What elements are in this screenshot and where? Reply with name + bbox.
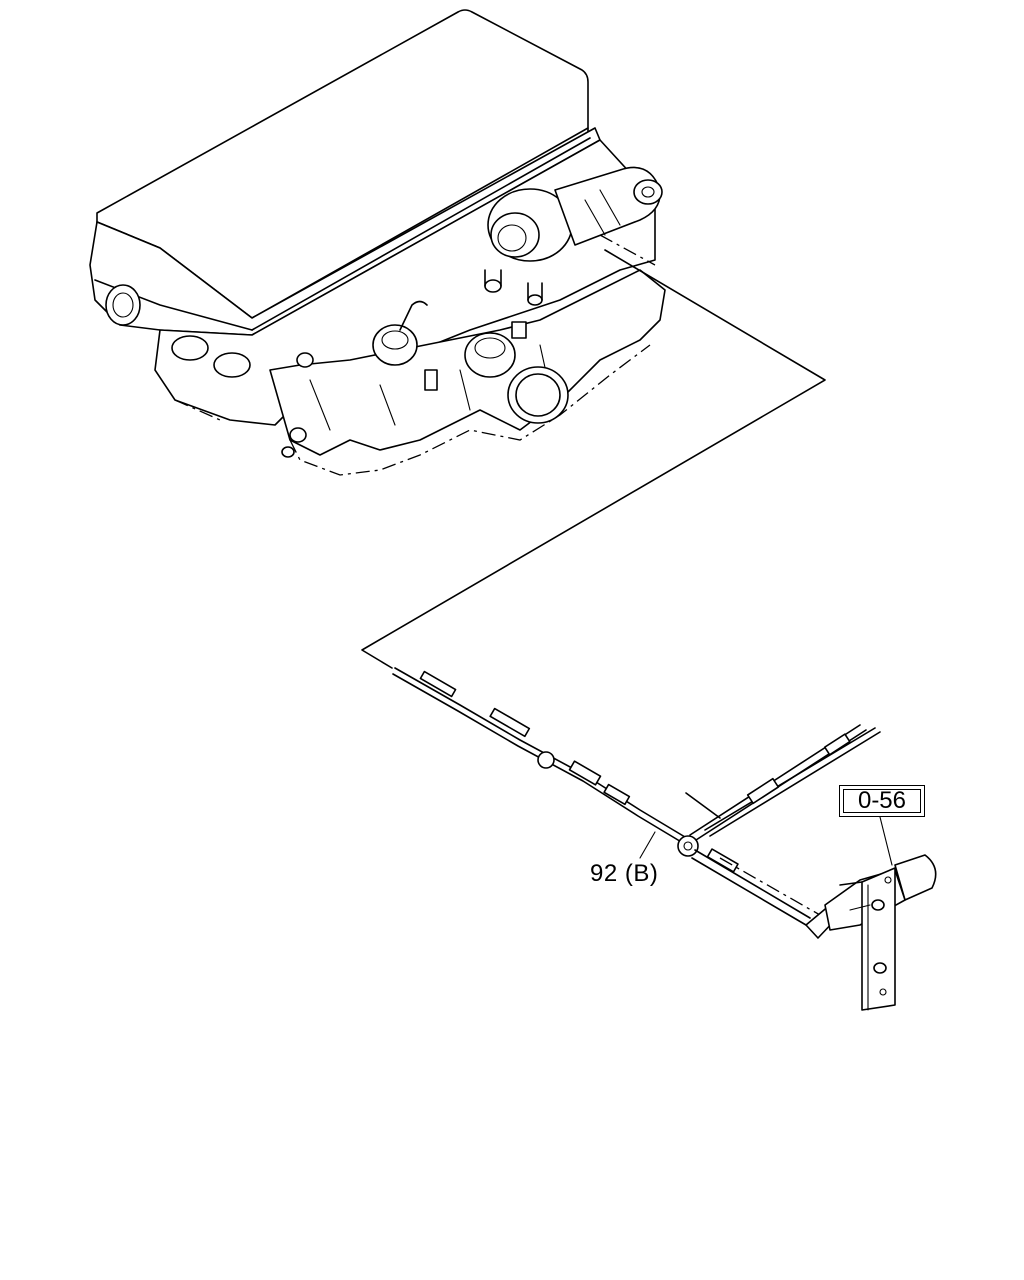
reference-callout-text: 0-56: [857, 787, 907, 814]
accelerator-cable: [392, 667, 881, 939]
leader-outline: [361, 249, 826, 669]
engine-block: [89, 9, 666, 476]
reference-callout-box: 0-56: [839, 785, 925, 817]
part-number-callout: 92 (B): [590, 860, 659, 887]
mounting-bracket: [824, 854, 937, 1011]
callout-leaders: [639, 816, 893, 866]
